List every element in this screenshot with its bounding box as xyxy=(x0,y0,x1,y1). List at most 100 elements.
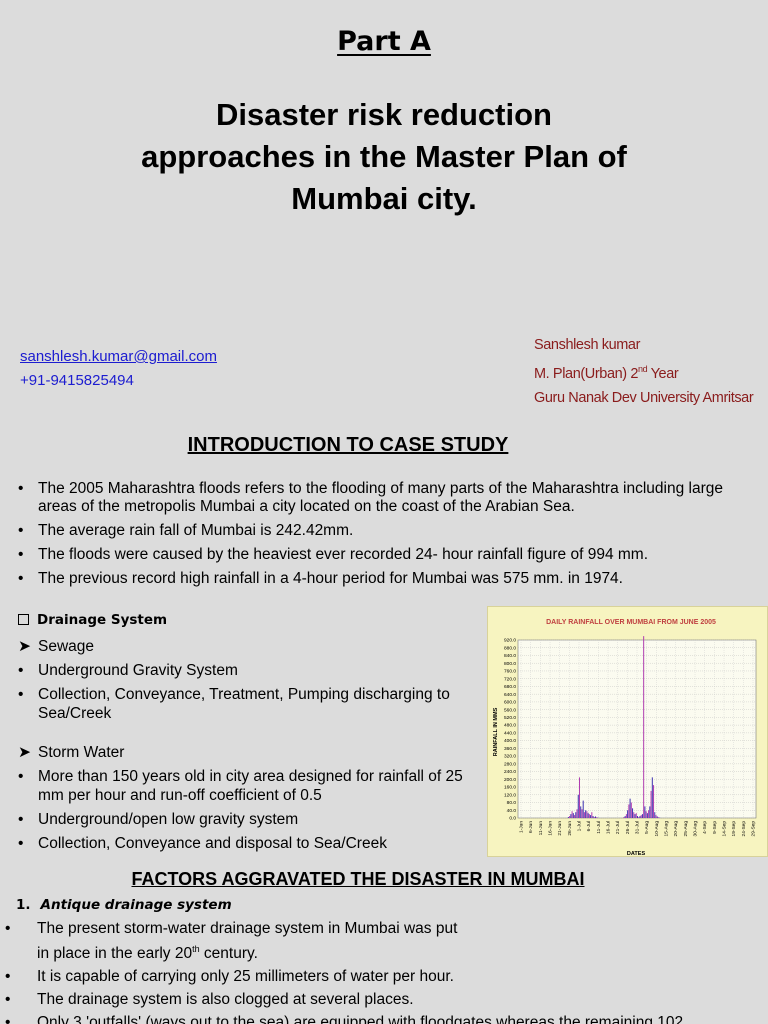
chart-bar xyxy=(649,806,651,818)
list-item: The average rain fall of Mumbai is 242.4… xyxy=(10,522,760,540)
chart-bar xyxy=(571,811,573,818)
email-link[interactable]: sanshlesh.kumar@gmail.com xyxy=(20,348,217,365)
chart-bar xyxy=(628,804,630,818)
list-item: Collection, Conveyance, Treatment, Pumpi… xyxy=(10,685,480,723)
chart-y-tick-label: 600.0 xyxy=(504,700,516,706)
chart-bar xyxy=(645,811,647,818)
chart-bar xyxy=(581,809,583,818)
chart-x-tick-label: 19-Sep xyxy=(731,821,737,837)
chart-x-tick-label: 20-Aug xyxy=(673,821,679,837)
list-item: The floods were caused by the heaviest e… xyxy=(10,546,760,564)
chart-bar xyxy=(592,816,594,818)
chart-x-tick-label: 14-Sep xyxy=(722,821,728,837)
chart-bar xyxy=(570,814,572,818)
title-line: Disaster risk reduction xyxy=(216,97,552,132)
chart-bar xyxy=(575,812,577,818)
chart-y-tick-label: 440.0 xyxy=(504,730,516,736)
chart-x-tick-label: 21-Jun xyxy=(557,821,563,836)
list-item: The previous record high rainfall in a 4… xyxy=(10,570,760,588)
chart-y-tick-label: 40.0 xyxy=(507,808,517,814)
chart-x-tick-label: 15-Aug xyxy=(664,821,670,837)
chart-x-tick-label: 31-Jul xyxy=(635,821,641,834)
chart-bar xyxy=(625,814,627,818)
chart-y-tick-label: 880.0 xyxy=(504,645,516,651)
title-line: approaches in the Master Plan of xyxy=(141,139,627,174)
chart-x-tick-label: 11-Jun xyxy=(538,821,544,836)
chart-y-tick-label: 80.0 xyxy=(507,800,517,806)
phone-number: +91-9415825494 xyxy=(20,372,134,389)
intro-list: The 2005 Maharashtra floods refers to th… xyxy=(10,480,760,594)
chart-bar xyxy=(654,812,656,818)
chart-y-tick-label: 680.0 xyxy=(504,684,516,690)
author-program: M. Plan(Urban) 2nd Year xyxy=(534,364,679,382)
chart-bar xyxy=(624,816,626,818)
chart-x-tick-label: 9-Sep xyxy=(712,821,718,834)
chart-bar xyxy=(623,817,625,818)
chart-x-tick-label: 16-Jul xyxy=(606,821,612,834)
chart-bar xyxy=(655,815,657,818)
list-item: Underground Gravity System xyxy=(10,661,480,680)
author-block: Sanshlesh kumar M. Plan(Urban) 2nd Year … xyxy=(534,333,754,410)
chart-bar xyxy=(583,812,585,818)
chart-x-tick-label: 21-Jul xyxy=(615,821,621,834)
chart-bar xyxy=(651,777,653,818)
chart-y-tick-label: 240.0 xyxy=(504,769,516,775)
chart-y-tick-label: 640.0 xyxy=(504,692,516,698)
list-item: Only 3 'outfalls' (ways out to the sea) … xyxy=(0,1013,740,1024)
chart-bar xyxy=(580,806,582,818)
chart-y-tick-label: 920.0 xyxy=(504,638,516,644)
chart-x-tick-label: 4-Sep xyxy=(702,821,708,834)
chart-bar xyxy=(579,777,580,818)
chart-bar xyxy=(648,810,650,818)
chart-bar xyxy=(590,815,592,818)
chart-bar xyxy=(646,813,648,818)
chart-bar xyxy=(630,802,632,818)
chart-grid xyxy=(517,639,757,819)
chart-x-tick-label: 10-Aug xyxy=(654,821,660,837)
chart-x-tick-label: 29-Sep xyxy=(751,821,757,837)
part-label: Part A xyxy=(337,26,431,57)
chart-y-tick-label: 320.0 xyxy=(504,754,516,760)
list-item: Underground/open low gravity system xyxy=(10,810,490,829)
chart-y-ticks: 0.040.080.0120.0160.0200.0240.0280.0320.… xyxy=(504,638,516,822)
chart-bar xyxy=(633,812,635,818)
antique-drainage-heading: 1.Antique drainage system xyxy=(16,897,232,913)
list-item: Collection, Conveyance and disposal to S… xyxy=(10,834,490,853)
checkbox-square-icon xyxy=(18,614,29,625)
drainage-heading: Drainage System xyxy=(18,612,167,628)
chart-x-tick-label: 1-Jun xyxy=(519,821,525,833)
rainfall-chart: DAILY RAINFALL OVER MUMBAI FROM JUNE 200… xyxy=(487,606,768,857)
list-item: The drainage system is also clogged at s… xyxy=(0,990,740,1010)
chart-x-tick-label: 30-Aug xyxy=(693,821,699,837)
list-item: The present storm-water drainage system … xyxy=(0,919,740,964)
chart-y-tick-label: 720.0 xyxy=(504,676,516,682)
storm-water-label: ➤Storm Water xyxy=(18,744,125,761)
chart-y-tick-label: 400.0 xyxy=(504,738,516,744)
chart-x-tick-label: 26-Jun xyxy=(567,821,573,836)
chart-bar xyxy=(653,785,655,818)
chart-bar xyxy=(595,816,597,818)
chart-bar xyxy=(634,814,636,818)
chart-bar xyxy=(587,813,589,818)
chart-title: DAILY RAINFALL OVER MUMBAI FROM JUNE 200… xyxy=(546,619,716,626)
chart-bars xyxy=(567,636,661,818)
chart-y-tick-label: 200.0 xyxy=(504,777,516,783)
chart-bar xyxy=(641,814,643,818)
chart-bar xyxy=(572,813,574,818)
chart-y-axis-label: RAINFALL IN MMS xyxy=(493,707,499,756)
chart-bar xyxy=(576,809,578,818)
storm-water-list: More than 150 years old in city area des… xyxy=(10,767,490,858)
chart-x-tick-label: 1-Jul xyxy=(577,821,583,831)
title-line: Mumbai city. xyxy=(291,181,477,216)
rainfall-chart-svg: DAILY RAINFALL OVER MUMBAI FROM JUNE 200… xyxy=(493,619,757,857)
chart-bar xyxy=(637,816,638,818)
chart-bar xyxy=(567,817,569,818)
chart-bar xyxy=(627,810,629,818)
chart-bar xyxy=(635,813,637,818)
chart-y-tick-label: 560.0 xyxy=(504,707,516,713)
chart-y-tick-label: 800.0 xyxy=(504,661,516,667)
antique-drainage-list: The present storm-water drainage system … xyxy=(0,919,740,1024)
chart-bar xyxy=(632,808,634,818)
chart-bar xyxy=(650,790,652,818)
